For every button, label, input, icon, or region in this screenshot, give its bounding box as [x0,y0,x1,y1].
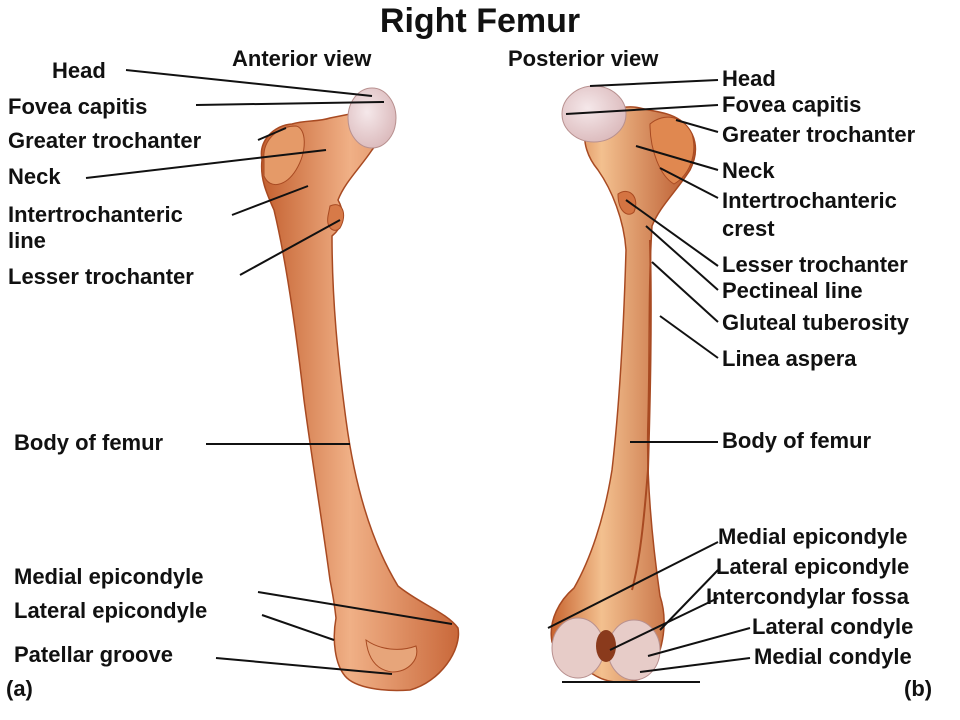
posterior-label-pectineal-line: Pectineal line [722,278,863,303]
anterior-label-neck: Neck [8,164,61,189]
posterior-label-linea-aspera: Linea aspera [722,346,857,371]
posterior-label-medial-condyle: Medial condyle [754,644,912,669]
posterior-label-gluteal-tuberosity: Gluteal tuberosity [722,310,910,335]
posterior-greater-trochanter [649,116,695,185]
anterior-label-patellar-groove: Patellar groove [14,642,173,667]
figure-title: Right Femur [379,2,581,40]
anterior-label-medial-epicondyle: Medial epicondyle [14,564,204,589]
posterior-label-lesser-trochanter: Lesser trochanter [722,252,908,277]
anterior-label-lesser-trochanter: Lesser trochanter [8,264,194,289]
posterior-view-heading: Posterior view [508,46,659,71]
posterior-label-intertrochanteric: Intertrochanteric [722,188,897,213]
panel-label-a: (a) [6,676,33,701]
posterior-label-intercondylar-fossa: Intercondylar fossa [706,584,909,609]
posterior-label-lateral-epicondyle: Lateral epicondyle [716,554,910,579]
posterior-lesser-trochanter [617,190,637,215]
posterior-linea-aspera [631,239,652,591]
posterior-femur [550,85,697,683]
posterior-label-crest: crest [722,216,775,241]
anterior-label-head: Head [52,58,106,83]
posterior-label-body-of-femur: Body of femur [722,428,872,453]
anterior-label-greater-trochanter: Greater trochanter [8,128,202,153]
anterior-femur-bone [260,109,460,692]
posterior-label-fovea-capitis: Fovea capitis [722,92,862,117]
anterior-label-line: line [8,228,46,253]
posterior-label-greater-trochanter: Greater trochanter [722,122,916,147]
posterior-label-lateral-condyle: Lateral condyle [752,614,914,639]
posterior-leader-lines [547,79,751,683]
anterior-label-fovea-capitis: Fovea capitis [8,94,148,119]
anterior-femur [260,87,460,692]
anterior-femoral-head [347,87,397,149]
anterior-label-body-of-femur: Body of femur [14,430,164,455]
panel-label-b: (b) [904,676,933,701]
anterior-label-lateral-epicondyle: Lateral epicondyle [14,598,208,623]
anterior-label-intertrochanteric: Intertrochanteric [8,202,183,227]
posterior-label-head: Head [722,66,776,91]
posterior-intercondylar-fossa-shape [596,630,616,662]
anterior-patellar-groove [365,638,418,673]
posterior-label-medial-epicondyle: Medial epicondyle [718,524,908,549]
anterior-leader-lines [85,69,453,675]
posterior-label-neck: Neck [722,158,775,183]
anterior-view-heading: Anterior view [232,46,372,71]
